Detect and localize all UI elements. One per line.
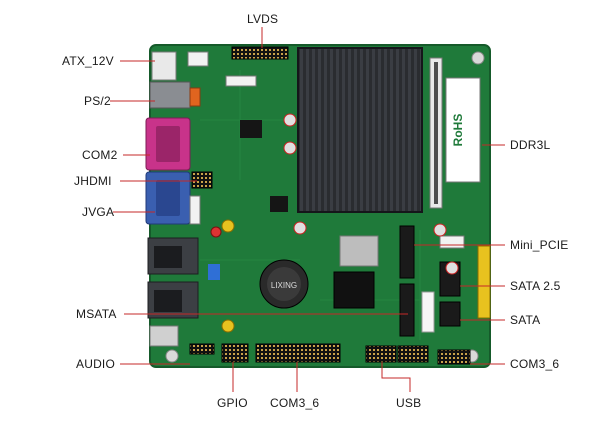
callout-sata-25: SATA 2.5 (510, 279, 561, 293)
com2-pins (156, 126, 180, 162)
callout-mini-pcie: Mini_PCIE (510, 238, 569, 252)
ps2-connector-orange (189, 87, 201, 107)
rohs-marking: RoHS (451, 114, 465, 147)
leader-usb (381, 362, 411, 392)
ps2-port (149, 81, 191, 109)
callout-usb: USB (396, 396, 422, 410)
mini-pcie-latch (439, 235, 465, 249)
lan-port-2-face (154, 290, 182, 312)
com3-6-header-bottom (255, 343, 341, 363)
blue-jumper-1 (208, 264, 220, 280)
right-edge-header (477, 245, 491, 319)
battery-brand-marking: LIXING (271, 281, 297, 290)
white-connector-top (225, 75, 257, 87)
heatsink (297, 47, 423, 213)
mount-hole-bl (165, 349, 179, 363)
capacitors (210, 113, 459, 333)
cmos-battery-inner (267, 267, 301, 301)
callout-ps2: PS/2 (84, 94, 111, 108)
audio-header (189, 343, 215, 355)
audio-jack-block (149, 325, 179, 347)
jvga-pins (156, 180, 180, 216)
callout-audio: AUDIO (76, 357, 116, 371)
com3-6-header-right (437, 349, 471, 365)
callout-lvds: LVDS (247, 12, 279, 26)
mount-hole-tr (471, 51, 485, 65)
sata-connector (439, 301, 461, 327)
callout-gpio: GPIO (217, 396, 248, 410)
callout-atx-12v: ATX_12V (62, 54, 114, 68)
callout-com2: COM2 (82, 148, 118, 162)
ddr3l-slot-inner (434, 62, 438, 204)
rohs-label-plate (445, 77, 481, 183)
callout-jvga: JVGA (82, 205, 115, 219)
callout-jhdmi: JHDMI (74, 174, 112, 188)
lvds-header (231, 46, 289, 60)
callout-com3-6-bottom: COM3_6 (270, 396, 320, 410)
white-connector-left (189, 195, 201, 225)
mini-pcie-slot (399, 225, 415, 279)
callout-sata: SATA (510, 313, 541, 327)
chip-small-1 (240, 120, 262, 138)
leader-lines (110, 27, 505, 392)
callout-ddr3l: DDR3L (510, 138, 551, 152)
main-chip (333, 271, 375, 309)
atx-12v-connector (151, 51, 177, 81)
sim-card-holder (339, 235, 379, 267)
usb-header-1 (365, 345, 397, 363)
callout-com3-6-right: COM3_6 (510, 357, 560, 371)
gpio-header (221, 343, 249, 363)
chip-small-2 (270, 196, 288, 212)
lan-port-1-face (154, 246, 182, 268)
white-header-top (187, 51, 209, 67)
msata-slot (399, 283, 415, 337)
usb-header-2 (397, 345, 429, 363)
callout-msata: MSATA (76, 307, 117, 321)
white-sticker-right (421, 291, 435, 333)
jhdmi-header (191, 171, 213, 189)
